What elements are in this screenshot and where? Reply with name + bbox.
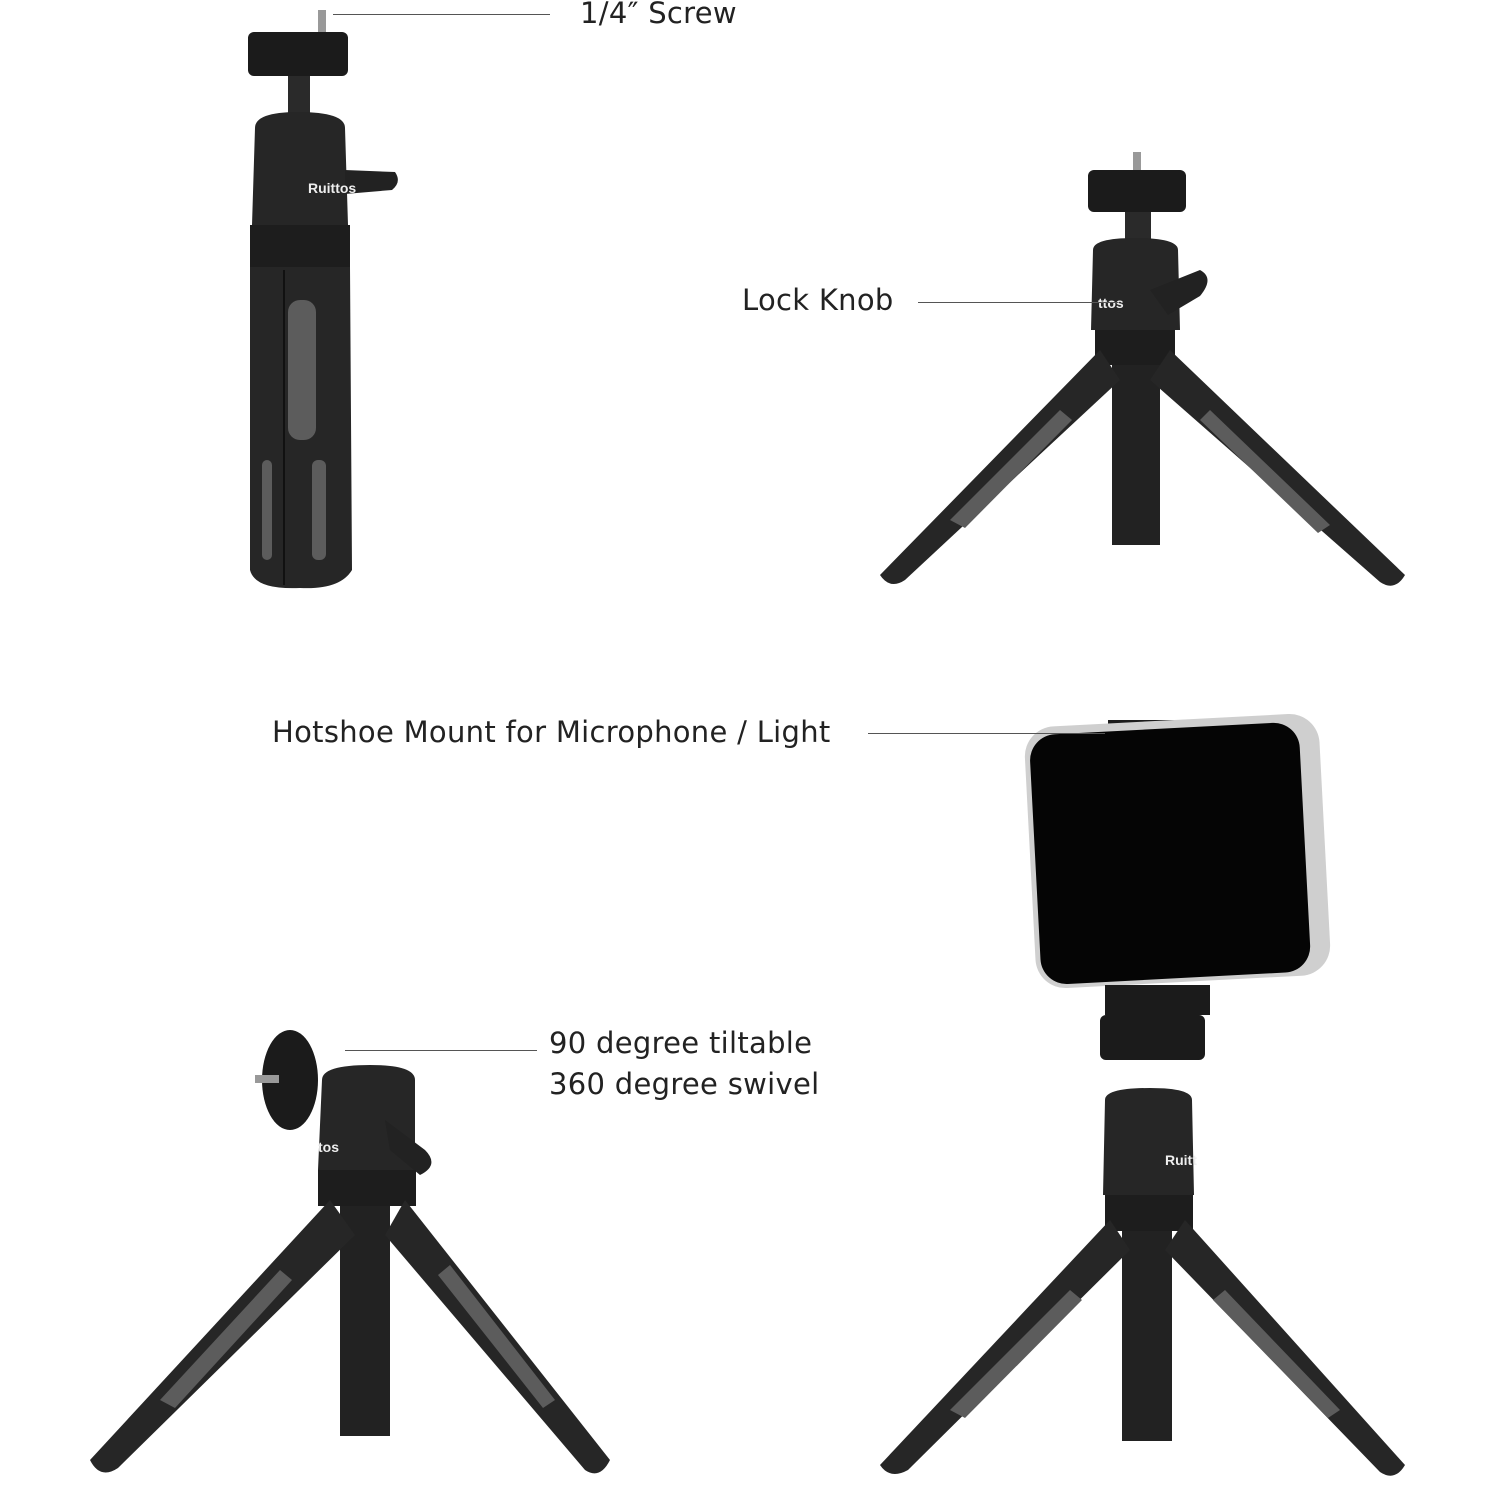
screw-stud	[318, 10, 326, 36]
head-body	[252, 112, 348, 225]
grip	[288, 300, 316, 440]
lock-knob-callout: Lock Knob	[742, 283, 894, 317]
folded-tripod: Ruittos	[248, 10, 398, 589]
hotshoe-leader-line	[868, 733, 1105, 734]
tripod-open: ttos	[880, 152, 1405, 586]
svg-text:Ruitt: Ruitt	[1165, 1152, 1197, 1168]
tripod-with-phone: Ruitt	[880, 714, 1405, 1476]
tilted-plate	[262, 1030, 318, 1130]
lock-knob	[345, 170, 398, 194]
svg-text:ttos: ttos	[1098, 295, 1124, 311]
tilt-callout: 90 degree tiltable	[549, 1026, 813, 1060]
tripod-tilted: tos	[90, 1030, 610, 1474]
hotshoe-callout: Hotshoe Mount for Microphone / Light	[272, 715, 831, 749]
lock-knob-leader-line	[918, 302, 1118, 303]
screw-callout: 1/4″ Screw	[580, 0, 737, 30]
tilt-leader-line	[345, 1050, 537, 1051]
svg-text:tos: tos	[318, 1139, 339, 1155]
screw-leader-line	[333, 14, 550, 15]
swivel-callout: 360 degree swivel	[549, 1067, 820, 1101]
brand-logo: Ruittos	[308, 180, 356, 196]
mount-plate	[248, 32, 348, 76]
